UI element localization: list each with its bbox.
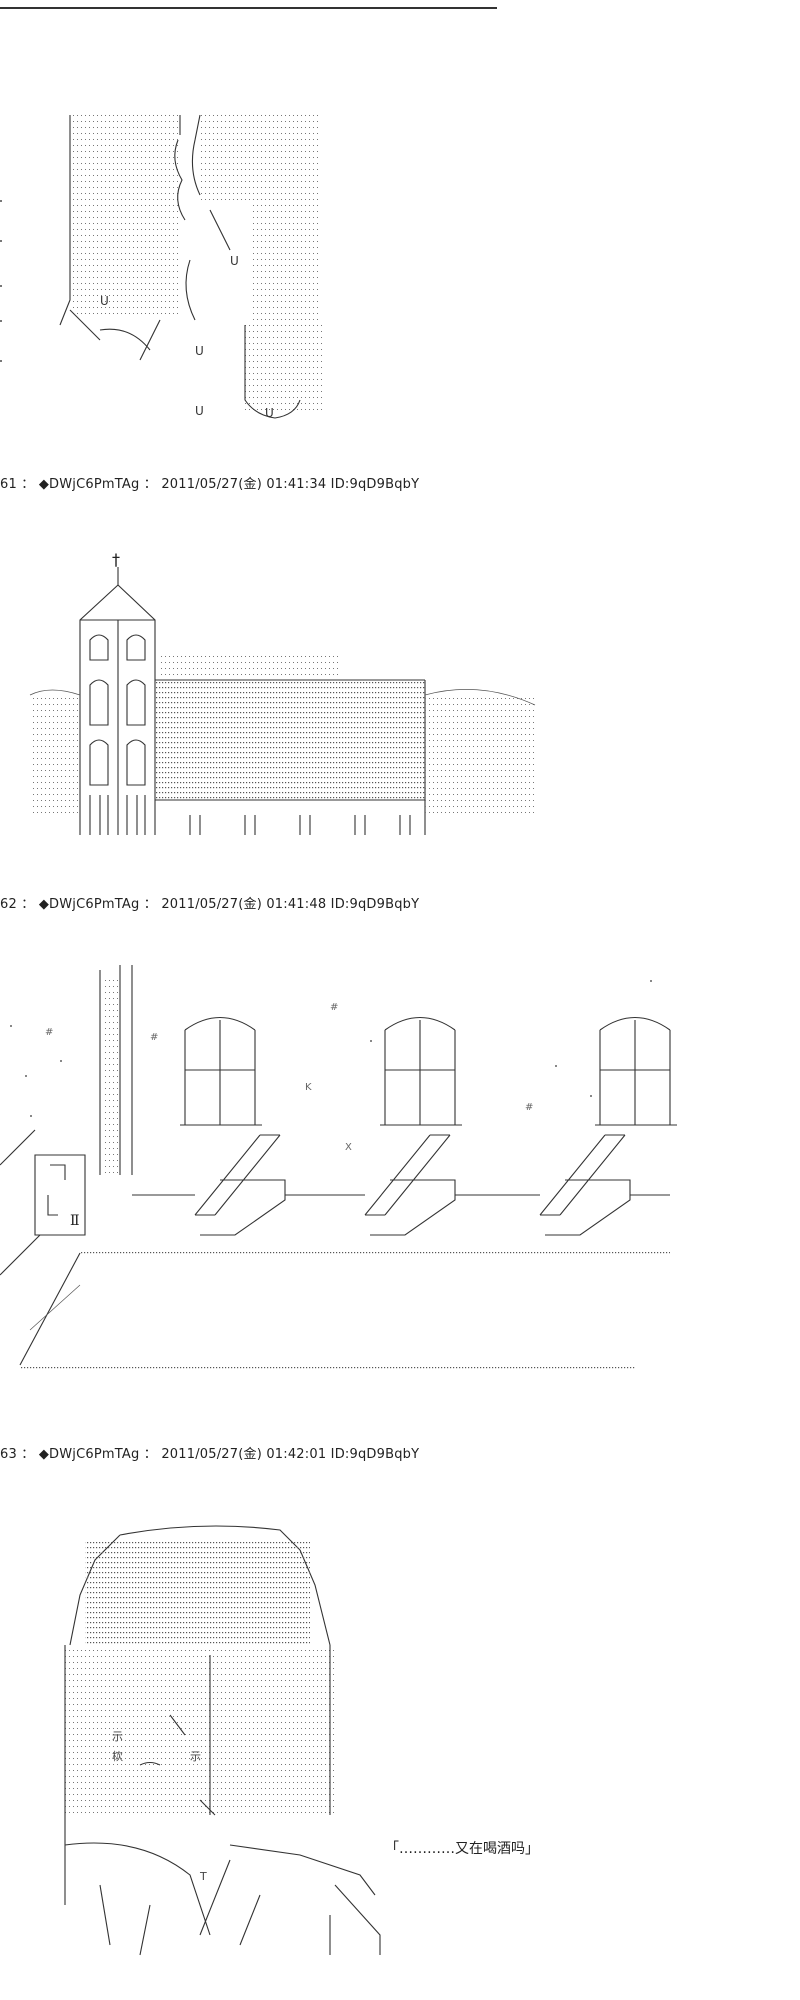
- post-id: ID:9qD9BqbY: [330, 477, 420, 492]
- top-divider: [0, 7, 497, 9]
- svg-text:U: U: [100, 294, 109, 308]
- ascii-art-interior: Ⅱ # # # # K X: [0, 965, 800, 1385]
- svg-text:U: U: [265, 406, 274, 420]
- post-header-61: 61 ： ◆DWjC6PmTAg ： 2011/05/27(金) 01:41:3…: [0, 477, 420, 492]
- svg-text:X: X: [345, 1142, 352, 1153]
- post-id: ID:9qD9BqbY: [330, 897, 420, 912]
- svg-text:#: #: [525, 1102, 533, 1113]
- svg-text:示: 示: [190, 1750, 201, 1763]
- post-number: 62: [0, 897, 17, 912]
- svg-text:U: U: [230, 254, 239, 268]
- post-header-63: 63 ： ◆DWjC6PmTAg ： 2011/05/27(金) 01:42:0…: [0, 1447, 420, 1462]
- door-numeral: Ⅱ: [70, 1213, 80, 1229]
- post-trip: ◆DWjC6PmTAg: [38, 1447, 140, 1462]
- post-id: ID:9qD9BqbY: [330, 1447, 420, 1462]
- svg-text:栨: 栨: [112, 1749, 123, 1763]
- post-datetime: 2011/05/27(金) 01:42:01: [161, 1447, 327, 1462]
- post-trip: ◆DWjC6PmTAg: [38, 477, 140, 492]
- post-number: 61: [0, 477, 17, 492]
- church-cross-glyph: †: [112, 550, 120, 569]
- svg-text:#: #: [330, 1002, 338, 1013]
- svg-text:T: T: [199, 1870, 207, 1883]
- svg-text:U: U: [195, 404, 204, 418]
- ascii-art-figure: U U U U U: [0, 100, 800, 430]
- post-header-62: 62 ： ◆DWjC6PmTAg ： 2011/05/27(金) 01:41:4…: [0, 897, 420, 912]
- svg-text:K: K: [305, 1082, 312, 1093]
- post-datetime: 2011/05/27(金) 01:41:48: [161, 897, 327, 912]
- post-trip: ◆DWjC6PmTAg: [38, 897, 140, 912]
- svg-text:U: U: [195, 344, 204, 358]
- svg-text:#: #: [150, 1032, 158, 1043]
- post-datetime: 2011/05/27(金) 01:41:34: [161, 477, 327, 492]
- speech-bubble-text: 「…………又在喝酒吗」: [385, 1841, 539, 1857]
- post-number: 63: [0, 1447, 17, 1462]
- svg-text:#: #: [45, 1027, 53, 1038]
- svg-text:示: 示: [112, 1730, 123, 1743]
- ascii-art-church: †: [0, 545, 800, 845]
